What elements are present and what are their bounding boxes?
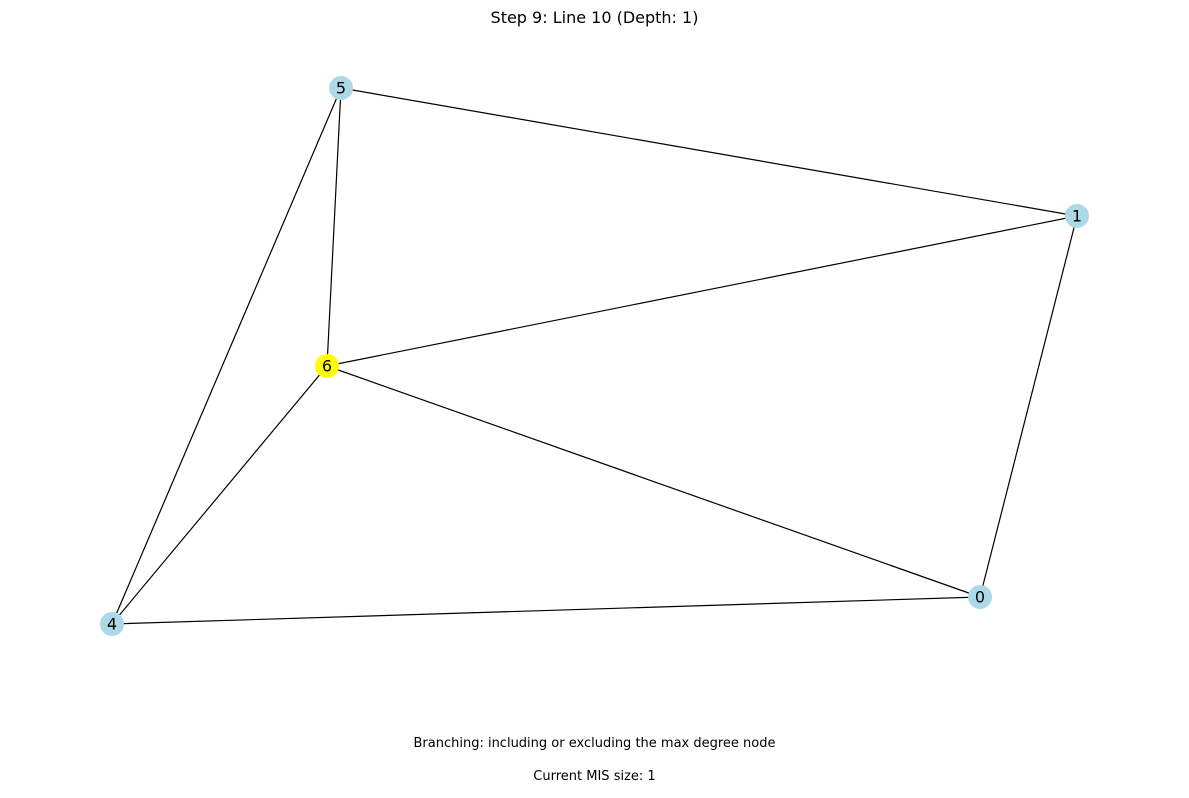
node-circle-1 [1065,204,1089,228]
node-6: 6 [315,354,339,378]
node-5: 5 [329,76,353,100]
edge-6-4 [111,365,328,625]
mis-size-caption: Current MIS size: 1 [533,769,656,784]
edges-layer [111,87,1078,625]
node-circle-5 [329,76,353,100]
edge-5-6 [326,87,342,367]
edge-6-0 [326,365,981,598]
edge-1-0 [979,215,1078,598]
edge-4-0 [111,596,981,625]
edge-5-1 [340,87,1078,217]
edge-1-6 [326,215,1078,367]
node-4: 4 [100,612,124,636]
node-1: 1 [1065,204,1089,228]
node-circle-0 [968,585,992,609]
nodes-layer: 0 1 4 5 6 [100,76,1089,636]
node-0: 0 [968,585,992,609]
node-label-4: 4 [107,615,117,634]
node-circle-4 [100,612,124,636]
diagram-title: Step 9: Line 10 (Depth: 1) [490,8,699,27]
node-label-6: 6 [322,357,332,376]
node-label-0: 0 [975,588,985,607]
branching-caption: Branching: including or excluding the ma… [413,736,776,751]
node-circle-6 [315,354,339,378]
node-label-5: 5 [336,79,346,98]
edge-5-4 [111,87,342,625]
node-label-1: 1 [1072,207,1082,226]
